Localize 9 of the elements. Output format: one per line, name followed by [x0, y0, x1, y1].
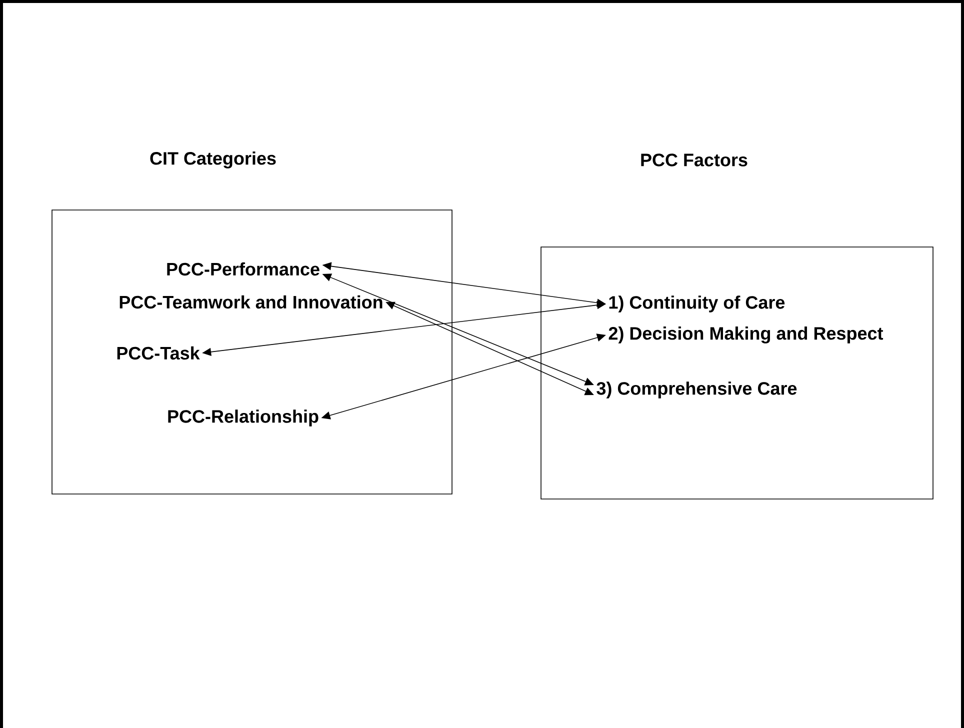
item-label: PCC-Relationship	[168, 410, 318, 426]
item-label: 3) Comprehensive Care	[596, 382, 797, 398]
item-label: PCC-Performance	[167, 262, 320, 276]
node-label: PCC Factors	[641, 154, 748, 166]
item-label: 2) Decision Making and Respect	[608, 326, 884, 344]
item-label: PCC-Teamwork and Innovation	[120, 295, 382, 309]
item-label: 1) Continuity of Care	[609, 296, 785, 312]
item-label: PCC-Task	[117, 346, 200, 360]
node-label: CIT Categories	[150, 152, 276, 168]
